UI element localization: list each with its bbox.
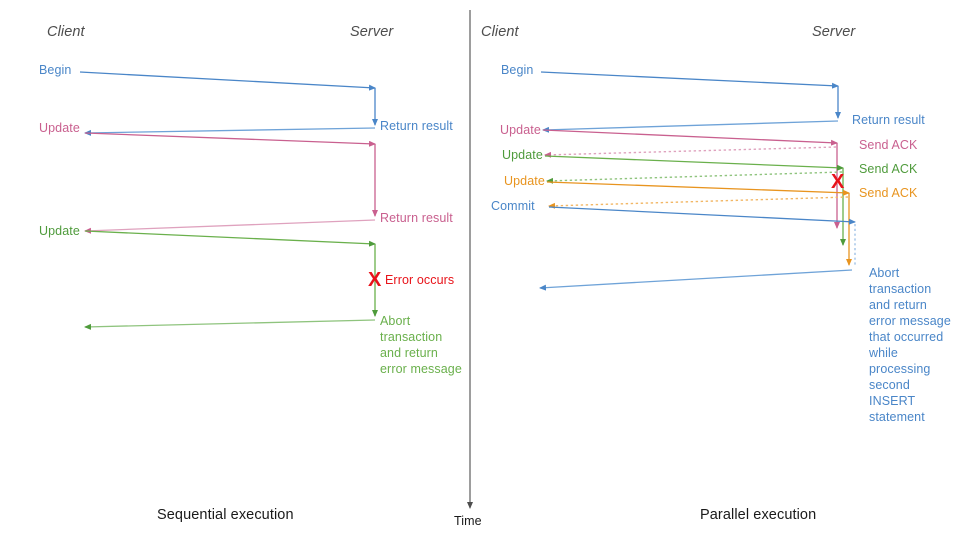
- right-msg-update-orange: Update: [504, 174, 545, 188]
- left-srv-error-occurs: Error occurs: [385, 273, 455, 287]
- arrow-ack-orange-r: [548, 196, 849, 209]
- left-panel-arrows: [79, 71, 378, 330]
- right-msg-update-green: Update: [502, 148, 543, 162]
- right-srv-send-ack-orange: Send ACK: [859, 186, 918, 200]
- arrow-abort-return-blue-r: [539, 269, 853, 291]
- arrow-ack-green-r: [546, 171, 843, 184]
- right-panel-caption: Parallel execution: [700, 507, 817, 523]
- right-srv-send-ack-green: Send ACK: [859, 162, 918, 176]
- arrow-commit-request-r: [548, 206, 856, 225]
- right-panel-arrows: [539, 71, 856, 291]
- right-srv-send-ack-pink: Send ACK: [859, 138, 918, 152]
- right-actor-server: Server: [812, 24, 856, 40]
- arrow-update-request-green: [84, 230, 376, 247]
- right-msg-begin: Begin: [501, 63, 534, 77]
- arrow-begin-request: [79, 71, 376, 91]
- right-msg-update-pink: Update: [500, 123, 541, 137]
- left-srv-return-result-blue: Return result: [380, 119, 453, 133]
- right-srv-abort-message: Abort transaction and return error messa…: [869, 266, 951, 424]
- arrow-update-request-orange-r: [546, 181, 850, 196]
- arrow-abort-return-green: [84, 319, 376, 330]
- left-srv-abort-message: Abort transaction and return error messa…: [380, 314, 462, 376]
- arrow-update-request-green-r: [544, 155, 844, 171]
- arrow-update-request-pink-r: [542, 129, 838, 146]
- right-msg-commit: Commit: [491, 199, 535, 213]
- left-actor-server: Server: [350, 24, 394, 40]
- left-msg-update-pink: Update: [39, 121, 80, 135]
- left-msg-update-green: Update: [39, 224, 80, 238]
- arrow-ack-pink-r: [544, 146, 837, 158]
- right-srv-return-result: Return result: [852, 113, 925, 127]
- arrow-begin-request-r: [540, 71, 839, 89]
- right-actor-client: Client: [481, 24, 519, 40]
- arrow-return-result-blue-r: [542, 120, 839, 133]
- left-msg-begin: Begin: [39, 63, 72, 77]
- right-error-marker-icon: X: [831, 171, 845, 193]
- arrow-return-result-pink: [84, 219, 376, 234]
- arrow-return-result-blue: [84, 127, 376, 136]
- arrow-update-request-pink: [84, 132, 376, 147]
- left-panel-caption: Sequential execution: [157, 507, 294, 523]
- left-srv-return-result-pink: Return result: [380, 211, 453, 225]
- time-axis-label: Time: [454, 514, 482, 528]
- left-error-marker-icon: X: [368, 269, 382, 291]
- left-actor-client: Client: [47, 24, 85, 40]
